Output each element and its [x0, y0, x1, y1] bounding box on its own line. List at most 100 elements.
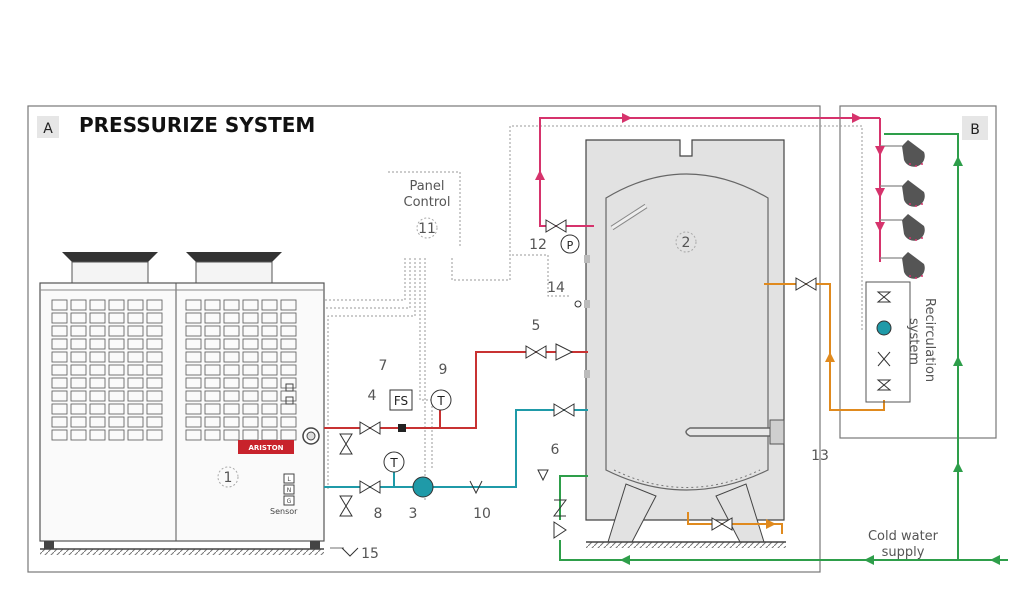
grill-cell: [242, 390, 259, 402]
grill-cell: [185, 299, 202, 311]
grill-cell: [108, 338, 125, 350]
grill-cell: [204, 429, 221, 441]
grill-cell: [261, 377, 278, 389]
grill-cell: [51, 377, 68, 389]
panel-control-line1: Panel: [409, 179, 444, 194]
grill-cell: [89, 377, 106, 389]
sensor-label: Sensor: [270, 507, 298, 516]
grill-cell: [280, 364, 297, 376]
grill-cell: [146, 416, 163, 428]
grill-cell: [204, 377, 221, 389]
components: 4 FS 7 T 9 5 T 3 8 10 6: [339, 219, 829, 562]
temp-sensor-label-pump: T: [389, 456, 398, 470]
grill-cell: [242, 351, 259, 363]
grill-cell: [70, 416, 87, 428]
grill-cell: [280, 325, 297, 337]
grill-cell: [280, 416, 297, 428]
temp-sensor-label-9: T: [436, 394, 445, 408]
grill-cell: [204, 403, 221, 415]
grill-cell: [70, 312, 87, 324]
grill-cell: [223, 377, 240, 389]
terminal-g: G: [287, 498, 292, 505]
callout-6: 6: [551, 442, 560, 458]
grill-cell: [127, 377, 144, 389]
grill-cell: [261, 312, 278, 324]
grill-cell: [223, 390, 240, 402]
callout-13: 13: [811, 448, 829, 464]
grill-cell: [70, 403, 87, 415]
grill-cell: [127, 364, 144, 376]
grill-cell: [223, 351, 240, 363]
panel-control-line2: Control: [404, 195, 451, 210]
grill-cell: [261, 364, 278, 376]
grill-cell: [185, 429, 202, 441]
shower-heads: [902, 140, 925, 279]
grill-cell: [108, 364, 125, 376]
grill-cell: [51, 325, 68, 337]
section-a-label-box: [37, 116, 59, 138]
storage-tank: 2: [584, 139, 785, 543]
grill-cell: [108, 299, 125, 311]
grill-cell: [51, 390, 68, 402]
grill-cell: [51, 351, 68, 363]
grill-cell: [204, 351, 221, 363]
heat-pump-unit: ARISTON L N G Sensor 1: [39, 252, 325, 549]
callout-10: 10: [473, 506, 491, 522]
section-b-label-box: [962, 116, 988, 140]
grill-cell: [108, 429, 125, 441]
grill-cell: [204, 312, 221, 324]
grill-cell: [185, 325, 202, 337]
grill-cell: [261, 299, 278, 311]
grill-cell: [127, 416, 144, 428]
temperature-sensor-9: [430, 389, 452, 411]
grill-cell: [70, 299, 87, 311]
callout-5: 5: [532, 318, 541, 334]
callout-3: 3: [409, 506, 418, 522]
grill-cell: [127, 429, 144, 441]
grill-cell: [70, 338, 87, 350]
grill-cell: [146, 325, 163, 337]
grill-cell: [89, 351, 106, 363]
grill-cell: [127, 351, 144, 363]
section-b-frame: [839, 105, 997, 439]
grill-cell: [242, 299, 259, 311]
recirculation-line1: Recirculation: [922, 298, 937, 382]
grill-cell: [127, 299, 144, 311]
brand-logo: ARISTON: [248, 444, 283, 452]
grill-cell: [108, 325, 125, 337]
section-b-label: B: [970, 122, 980, 138]
grill-cell: [146, 403, 163, 415]
grill-cell: [242, 325, 259, 337]
grill-cell: [51, 299, 68, 311]
grill-cell: [146, 377, 163, 389]
circulation-pump: [412, 476, 434, 498]
grill-cell: [204, 364, 221, 376]
grill-cell: [204, 325, 221, 337]
grill-cell: [51, 364, 68, 376]
grill-cell: [223, 403, 240, 415]
grill-cell: [127, 338, 144, 350]
grill-cell: [204, 299, 221, 311]
grill-cell: [146, 429, 163, 441]
grill-cell: [223, 299, 240, 311]
callout-12: 12: [529, 237, 547, 253]
section-a-frame: [27, 105, 821, 573]
grill-cell: [108, 403, 125, 415]
grill-cell: [51, 312, 68, 324]
grill-cell: [108, 377, 125, 389]
recirculation-system: Recirculation system: [865, 281, 937, 403]
callout-7: 7: [379, 358, 388, 374]
grill-cell: [70, 364, 87, 376]
terminal-l: L: [287, 476, 291, 483]
grill-cell: [146, 390, 163, 402]
grill-cell: [280, 299, 297, 311]
grill-cell: [204, 338, 221, 350]
grill-cell: [127, 390, 144, 402]
flow-arrows: [535, 113, 1000, 565]
grill-cell: [146, 299, 163, 311]
grill-cell: [89, 325, 106, 337]
grill-cell: [89, 364, 106, 376]
callout-14: 14: [547, 280, 565, 296]
grill-cell: [108, 351, 125, 363]
grill-cell: [70, 325, 87, 337]
